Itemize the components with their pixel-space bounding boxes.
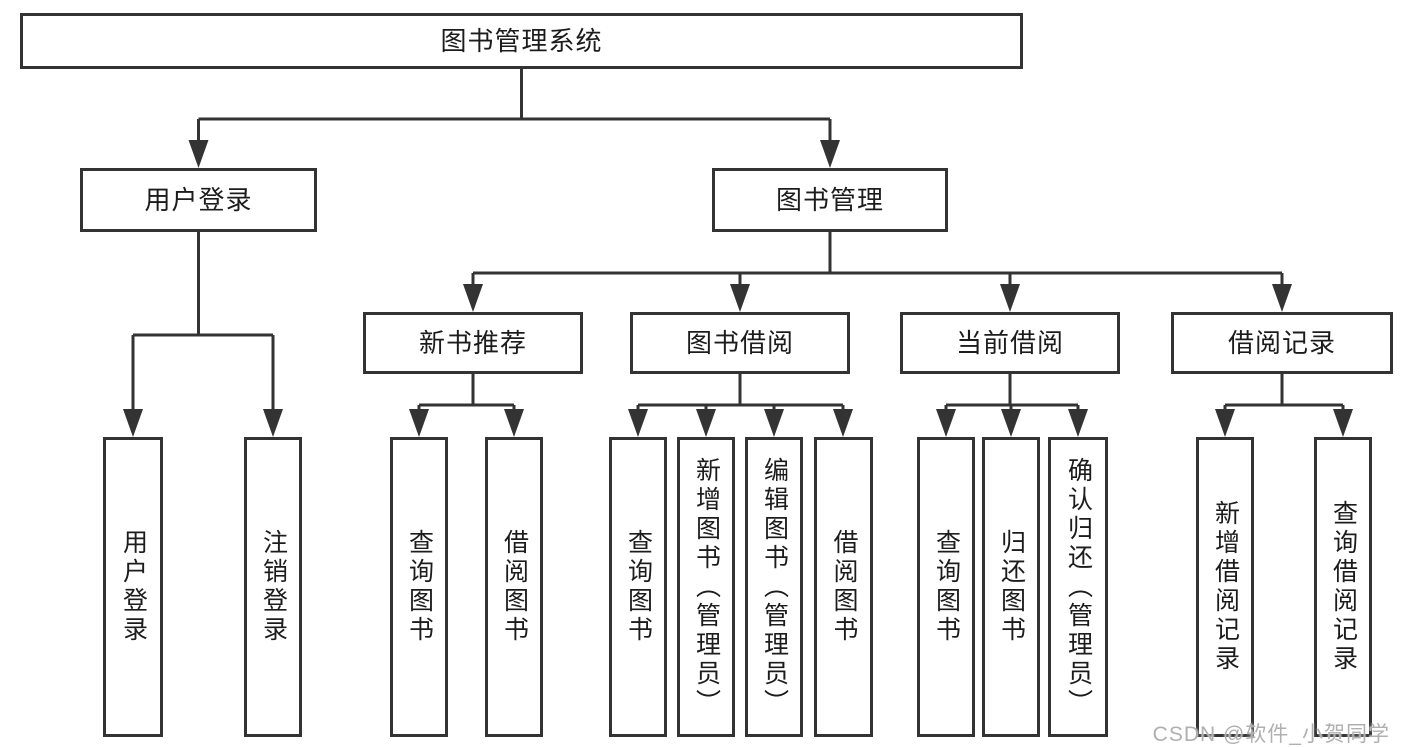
leaf-add-borrow-record-label: 新增借阅记录: [1211, 500, 1240, 674]
node-current-borrow: 当前借阅: [900, 312, 1120, 374]
leaf-logout: 注销登录: [244, 437, 302, 737]
node-user-login: 用户登录: [80, 168, 317, 232]
leaf-user-login-label: 用户登录: [119, 529, 148, 645]
leaf-borrow-books-label: 借阅图书: [830, 529, 858, 645]
leaf-add-borrow-record: 新增借阅记录: [1196, 437, 1254, 737]
leaf-query-books-recommend-label: 查询图书: [405, 529, 434, 645]
leaf-return-books-label: 归还图书: [997, 529, 1026, 645]
leaf-return-books: 归还图书: [982, 437, 1040, 737]
node-root-label: 图书管理系统: [440, 26, 603, 56]
node-new-book-recommend: 新书推荐: [363, 312, 583, 374]
leaf-query-borrow-record-label: 查询借阅记录: [1329, 500, 1358, 674]
node-book-management: 图书管理: [712, 168, 948, 232]
node-user-login-label: 用户登录: [144, 185, 253, 215]
node-book-borrow-label: 图书借阅: [685, 328, 794, 358]
leaf-confirm-return-admin-label: 确认归还（管理员）: [1064, 456, 1093, 718]
node-root: 图书管理系统: [20, 13, 1023, 69]
node-borrow-records-label: 借阅记录: [1227, 328, 1336, 358]
leaf-query-books-borrow: 查询图书: [609, 437, 667, 737]
node-borrow-records: 借阅记录: [1171, 312, 1393, 374]
leaf-query-books-current-label: 查询图书: [932, 529, 961, 645]
node-book-management-label: 图书管理: [775, 185, 884, 215]
leaf-user-login: 用户登录: [103, 437, 163, 737]
leaf-add-books-admin: 新增图书（管理员）: [677, 437, 735, 737]
leaf-borrow-books-recommend: 借阅图书: [485, 437, 543, 737]
node-current-borrow-label: 当前借阅: [955, 328, 1064, 358]
node-book-borrow: 图书借阅: [630, 312, 850, 374]
leaf-add-books-admin-label: 新增图书（管理员）: [692, 456, 721, 718]
leaf-logout-label: 注销登录: [259, 529, 288, 645]
leaf-query-books-borrow-label: 查询图书: [624, 529, 653, 645]
leaf-edit-books-admin: 编辑图书（管理员）: [745, 437, 803, 737]
leaf-confirm-return-admin: 确认归还（管理员）: [1048, 437, 1108, 737]
leaf-borrow-books: 借阅图书: [814, 437, 873, 737]
watermark: CSDN @软件_小贺同学: [1152, 723, 1390, 746]
leaf-query-books-recommend: 查询图书: [390, 437, 448, 737]
leaf-query-books-current: 查询图书: [917, 437, 975, 737]
leaf-borrow-books-recommend-label: 借阅图书: [500, 529, 529, 645]
leaf-edit-books-admin-label: 编辑图书（管理员）: [760, 456, 789, 718]
node-new-book-recommend-label: 新书推荐: [418, 328, 527, 358]
leaf-query-borrow-record: 查询借阅记录: [1314, 437, 1372, 737]
